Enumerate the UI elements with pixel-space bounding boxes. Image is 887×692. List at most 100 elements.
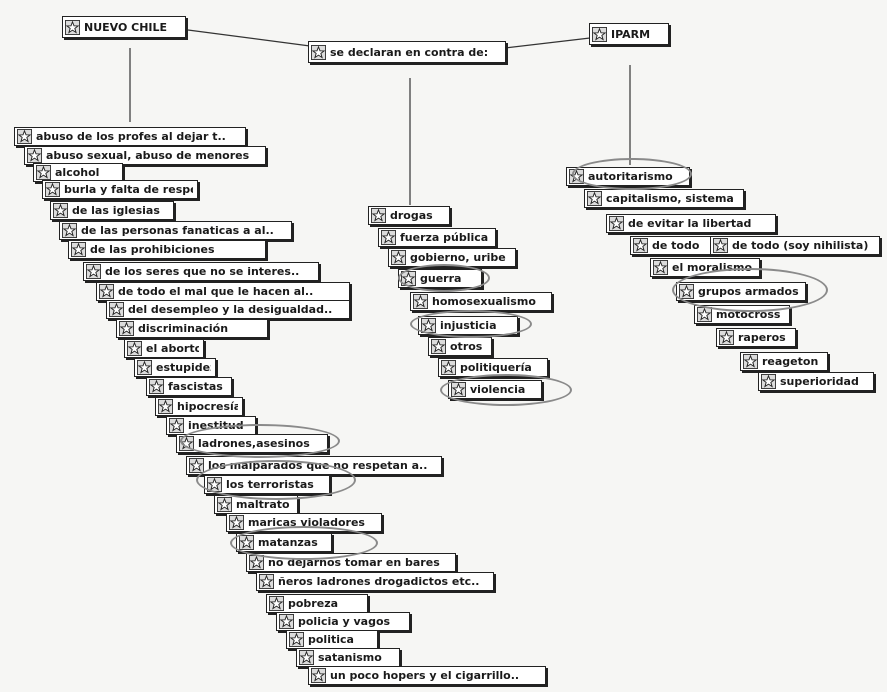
nuevo-chile-item[interactable]: estupidez (134, 358, 216, 377)
star-bullet-icon (311, 44, 326, 60)
nuevo-chile-item[interactable]: discriminación (116, 319, 268, 338)
star-bullet-icon (249, 555, 264, 570)
nuevo-chile-item[interactable]: el aborto (124, 339, 204, 358)
star-bullet-icon (71, 242, 86, 257)
nuevo-chile-item[interactable]: del desempleo y la desigualdad.. (106, 300, 350, 319)
center-item[interactable]: fuerza pública (378, 228, 496, 247)
iparm-item[interactable]: capitalismo, sistema (584, 189, 744, 208)
star-bullet-icon (713, 238, 728, 253)
star-bullet-icon (119, 321, 134, 336)
center-item[interactable]: injusticia (418, 316, 518, 335)
nuevo-chile-item[interactable]: de los seres que no se interes.. (83, 262, 319, 281)
star-bullet-icon (27, 148, 42, 163)
star-bullet-icon (743, 354, 758, 369)
iparm-item[interactable]: superioridad (758, 372, 874, 391)
iparm-item[interactable]: grupos armados (676, 282, 806, 301)
star-bullet-icon (259, 574, 274, 589)
star-bullet-icon (719, 330, 734, 345)
center-item[interactable]: otros (428, 337, 492, 356)
star-bullet-icon (279, 614, 294, 629)
star-bullet-icon (158, 399, 173, 414)
star-bullet-icon (127, 341, 142, 356)
root-nuevo-chile[interactable]: NUEVO CHILE (62, 16, 186, 38)
nuevo-chile-item[interactable]: abuso de los profes al dejar t.. (14, 127, 246, 146)
nuevo-chile-item[interactable]: maricas violadores (226, 513, 382, 532)
nuevo-chile-item[interactable]: de las prohibiciones (68, 240, 266, 259)
nuevo-chile-item[interactable]: maltrato (214, 495, 298, 514)
nuevo-chile-item[interactable]: de todo el mal que le hacen al.. (96, 282, 350, 301)
nuevo-chile-item[interactable]: politica (286, 630, 378, 649)
star-bullet-icon (391, 250, 406, 265)
star-bullet-icon (289, 632, 304, 647)
star-bullet-icon (401, 271, 416, 286)
star-bullet-icon (413, 294, 428, 309)
root-iparm[interactable]: IPARM (589, 23, 669, 45)
star-bullet-icon (36, 165, 51, 180)
iparm-item[interactable]: de todo (630, 236, 718, 255)
center-item[interactable]: politiquería (438, 358, 548, 377)
star-bullet-icon (149, 379, 164, 394)
nuevo-chile-item[interactable]: policia y vagos (276, 612, 410, 631)
nuevo-chile-item[interactable]: ladrones,asesinos (176, 434, 328, 453)
star-bullet-icon (371, 208, 386, 223)
center-item[interactable]: guerra (398, 269, 482, 288)
star-bullet-icon (587, 191, 602, 206)
star-bullet-icon (697, 307, 712, 322)
iparm-item[interactable]: de evitar la libertad (606, 214, 776, 233)
nuevo-chile-item[interactable]: ñeros ladrones drogadictos etc.. (256, 572, 494, 591)
star-bullet-icon (311, 668, 326, 683)
star-bullet-icon (633, 238, 648, 253)
iparm-item[interactable]: autoritarismo (566, 167, 690, 186)
star-bullet-icon (109, 302, 124, 317)
nuevo-chile-item[interactable]: abuso sexual, abuso de menores (24, 146, 266, 165)
nuevo-chile-item[interactable]: burla y falta de respeto (42, 180, 198, 199)
star-bullet-icon (189, 458, 204, 473)
star-bullet-icon (679, 284, 694, 299)
star-bullet-icon (592, 26, 607, 42)
star-bullet-icon (99, 284, 114, 299)
star-bullet-icon (17, 129, 32, 144)
star-bullet-icon (299, 650, 314, 665)
center-item[interactable]: homosexualismo (410, 292, 552, 311)
nuevo-chile-item[interactable]: un poco hopers y el cigarrillo.. (308, 666, 546, 685)
star-bullet-icon (86, 264, 101, 279)
star-bullet-icon (431, 339, 446, 354)
star-bullet-icon (137, 360, 152, 375)
nuevo-chile-item[interactable]: pobreza (266, 594, 368, 613)
star-bullet-icon (761, 374, 776, 389)
nuevo-chile-item[interactable]: alcohol (33, 163, 123, 182)
nuevo-chile-item[interactable]: inestitud (166, 416, 256, 435)
star-bullet-icon (653, 260, 668, 275)
nuevo-chile-item[interactable]: matanzas (236, 533, 332, 552)
nuevo-chile-item[interactable]: no dejarnos tomar en bares (246, 553, 456, 572)
star-bullet-icon (65, 19, 80, 35)
root-se-declaran-en-contra[interactable]: se declaran en contra de: (308, 41, 506, 63)
center-item[interactable]: gobierno, uribe (388, 248, 516, 267)
iparm-item[interactable]: raperos (716, 328, 796, 347)
star-bullet-icon (53, 203, 68, 218)
center-item[interactable]: violencia (448, 380, 542, 399)
iparm-item[interactable]: reageton (740, 352, 828, 371)
star-bullet-icon (441, 360, 456, 375)
star-bullet-icon (179, 436, 194, 451)
star-bullet-icon (609, 216, 624, 231)
nuevo-chile-item[interactable]: de las iglesias (50, 201, 174, 220)
iparm-item[interactable]: de todo (soy nihilista) (710, 236, 880, 255)
star-bullet-icon (239, 535, 254, 550)
star-bullet-icon (269, 596, 284, 611)
star-bullet-icon (207, 477, 222, 492)
iparm-item[interactable]: el moralismo (650, 258, 760, 277)
nuevo-chile-item[interactable]: fascistas (146, 377, 232, 396)
star-bullet-icon (421, 318, 436, 333)
nuevo-chile-item[interactable]: hipocresía (155, 397, 243, 416)
nuevo-chile-item[interactable]: los malparados que no respetan a.. (186, 456, 442, 475)
nuevo-chile-item[interactable]: satanismo (296, 648, 400, 667)
nuevo-chile-item[interactable]: de las personas fanaticas a al.. (59, 221, 292, 240)
iparm-item[interactable]: motocross (694, 305, 790, 324)
nuevo-chile-item[interactable]: los terroristas (204, 475, 330, 494)
star-bullet-icon (217, 497, 232, 512)
center-item[interactable]: drogas (368, 206, 450, 225)
star-bullet-icon (45, 182, 60, 197)
